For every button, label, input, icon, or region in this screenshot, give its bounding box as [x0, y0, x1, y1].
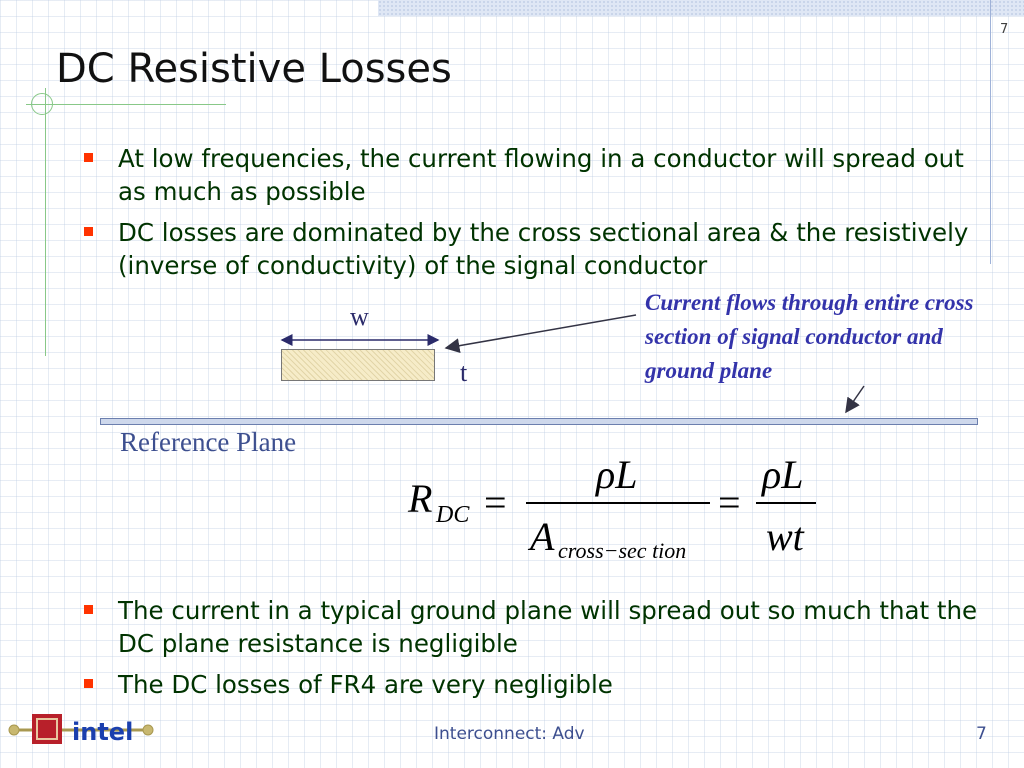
resistance-equation: R DC = ρL A cross−sec tion = ρL wt [407, 452, 816, 563]
eq-numerator-1: ρL [594, 452, 637, 497]
width-label: w [350, 302, 369, 331]
footer-course-title: Interconnect: Adv [434, 724, 585, 744]
left-decorative-line [45, 88, 46, 356]
reference-plane [100, 418, 978, 425]
current-flow-callout: Current flows through entire cross secti… [645, 290, 974, 383]
intel-logo-text: intel [72, 718, 133, 746]
right-decorative-line [990, 0, 991, 264]
eq-equals-2: = [718, 480, 741, 525]
eq-equals-1: = [484, 480, 507, 525]
intel-logo: intel [8, 714, 154, 746]
slide-title: DC Resistive Losses [56, 46, 452, 92]
bullet-item: At low frequencies, the current flowing … [80, 142, 990, 208]
eq-denominator-1-sub: cross−sec tion [558, 538, 686, 563]
eq-denominator-1: A [527, 514, 555, 559]
bullet-list-bottom: The current in a typical ground plane wi… [80, 594, 990, 709]
thickness-label: t [460, 358, 468, 387]
bullet-item: The current in a typical ground plane wi… [80, 594, 990, 660]
bullet-list-top: At low frequencies, the current flowing … [80, 142, 990, 290]
crosshair-ornament [31, 93, 53, 115]
bullet-item: DC losses are dominated by the cross sec… [80, 216, 990, 282]
title-underline [26, 104, 226, 105]
top-decorative-band [378, 0, 1024, 16]
reference-plane-label: Reference Plane [120, 427, 297, 457]
bullet-item: The DC losses of FR4 are very negligible [80, 668, 990, 701]
signal-conductor [281, 349, 435, 381]
footer-page-number: 7 [976, 724, 987, 744]
eq-lhs: R [407, 476, 432, 521]
eq-numerator-2: ρL [760, 452, 803, 497]
eq-denominator-2: wt [766, 514, 805, 559]
page-number-top: 7 [1000, 22, 1009, 37]
callout-arrows [444, 314, 865, 414]
eq-lhs-sub: DC [435, 502, 470, 528]
width-dimension-arrow [280, 334, 440, 346]
